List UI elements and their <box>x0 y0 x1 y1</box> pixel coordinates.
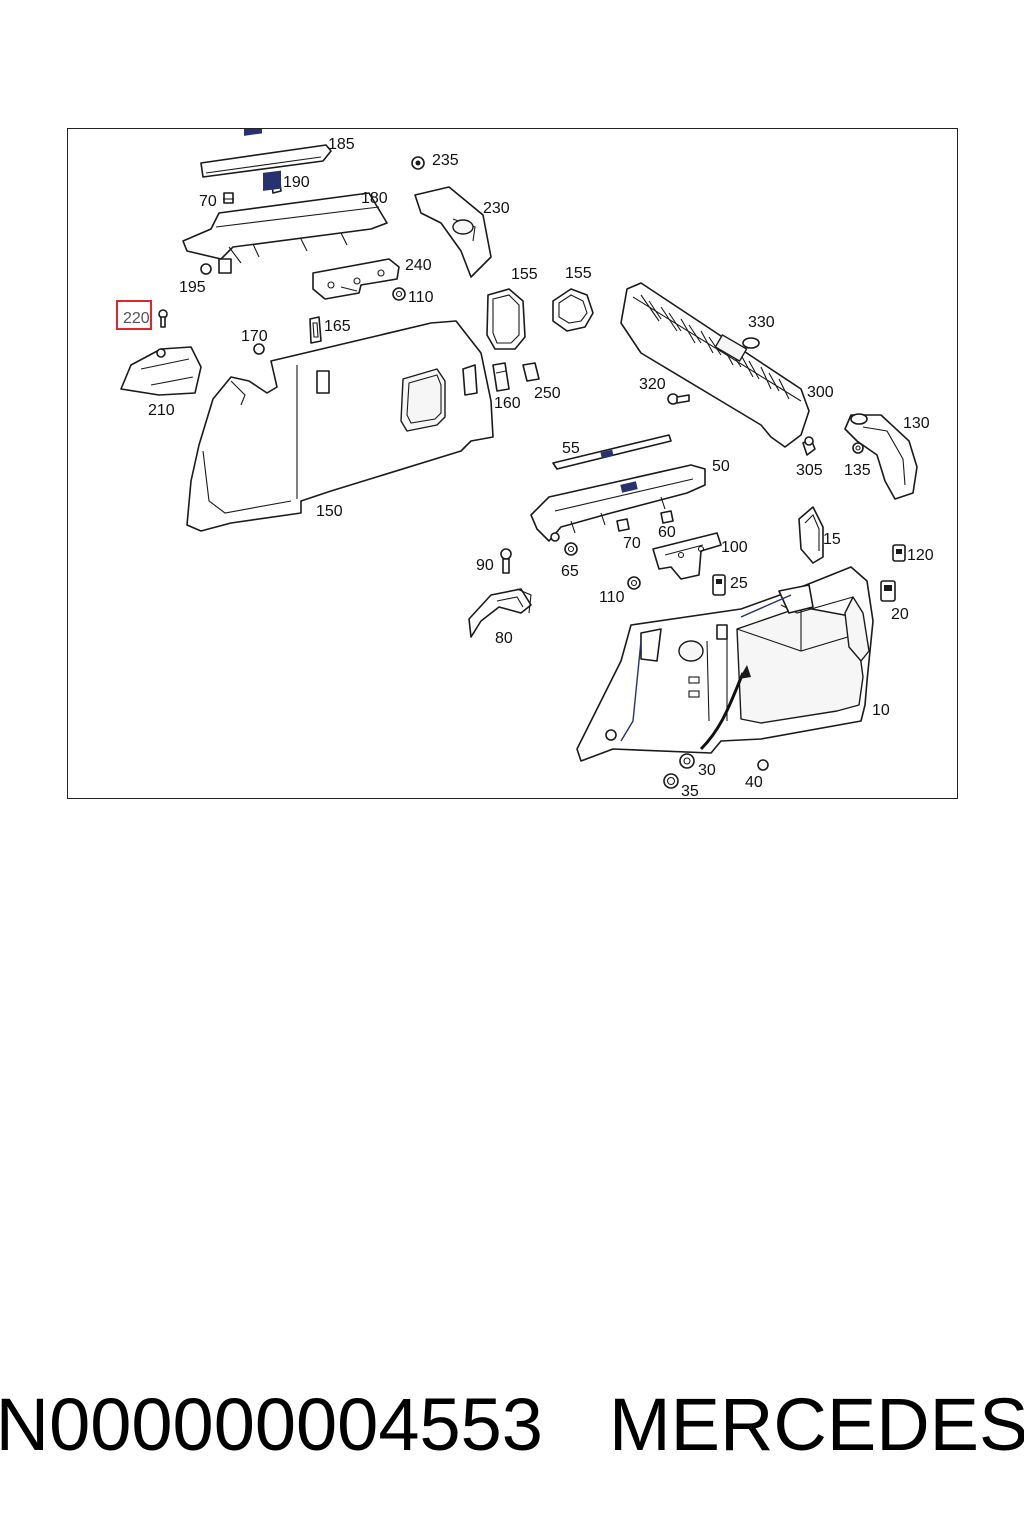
part-135[interactable] <box>852 442 864 454</box>
callout-30: 30 <box>698 762 716 779</box>
part-20[interactable] <box>880 580 896 602</box>
footer-caption: N000000004553 MERCEDES <box>0 1380 1024 1470</box>
callout-70-upper: 70 <box>199 193 217 210</box>
part-110-nut-lower[interactable] <box>627 576 641 590</box>
part-15[interactable] <box>798 506 824 564</box>
part-155-cover-a[interactable] <box>486 288 526 350</box>
parts-diagram-frame: 185 235 70 190 180 230 240 195 110 155 1… <box>67 128 958 799</box>
part-40[interactable] <box>757 759 769 771</box>
part-70-clip-lower[interactable] <box>616 518 630 532</box>
callout-110-upper: 110 <box>408 289 434 306</box>
callout-135: 135 <box>844 462 871 479</box>
callout-10: 10 <box>872 702 890 719</box>
part-210[interactable] <box>120 346 202 396</box>
part-110-nut[interactable] <box>392 287 406 301</box>
part-number-code: N000000004553 <box>0 1383 543 1466</box>
part-220[interactable] <box>158 309 168 328</box>
callout-220: 220 <box>123 310 150 327</box>
part-50[interactable] <box>530 464 706 542</box>
callout-195: 195 <box>179 279 206 296</box>
callout-170: 170 <box>241 328 268 345</box>
part-160[interactable] <box>492 362 510 392</box>
part-80[interactable] <box>468 588 532 638</box>
part-305[interactable] <box>802 436 816 456</box>
callout-165: 165 <box>324 318 351 335</box>
callout-55: 55 <box>562 440 580 457</box>
callout-305: 305 <box>796 462 823 479</box>
callout-20: 20 <box>891 606 909 623</box>
part-30[interactable] <box>679 753 695 769</box>
callout-160: 160 <box>494 395 521 412</box>
part-130[interactable] <box>844 413 918 500</box>
callout-180: 180 <box>361 190 388 207</box>
callout-130: 130 <box>903 415 930 432</box>
brand-name: MERCEDES <box>608 1383 1024 1466</box>
part-155-cover-b[interactable] <box>552 288 594 332</box>
callout-155-right: 155 <box>565 265 592 282</box>
callout-300: 300 <box>807 384 834 401</box>
callout-330: 330 <box>748 314 775 331</box>
callout-235: 235 <box>432 152 459 169</box>
callout-110-lower: 110 <box>599 589 625 606</box>
callout-250: 250 <box>534 385 561 402</box>
part-120[interactable] <box>892 544 906 562</box>
part-185[interactable] <box>200 129 332 178</box>
part-60[interactable] <box>660 510 674 524</box>
callout-60: 60 <box>658 524 676 541</box>
part-195[interactable] <box>200 263 212 275</box>
part-320[interactable] <box>667 393 690 405</box>
part-100[interactable] <box>652 532 722 580</box>
callout-100: 100 <box>721 539 748 556</box>
part-235[interactable] <box>411 156 425 170</box>
callout-65: 65 <box>561 563 579 580</box>
part-90[interactable] <box>500 548 512 574</box>
callout-190: 190 <box>283 174 310 191</box>
part-65[interactable] <box>564 542 578 556</box>
highlight-box-220 <box>116 300 152 330</box>
callout-40: 40 <box>745 774 763 791</box>
callout-230: 230 <box>483 200 510 217</box>
part-250[interactable] <box>522 362 540 382</box>
part-165[interactable] <box>309 316 322 344</box>
part-300[interactable] <box>620 282 810 448</box>
part-180[interactable] <box>182 170 388 274</box>
part-170[interactable] <box>253 343 265 355</box>
parts-diagram: 185 235 70 190 180 230 240 195 110 155 1… <box>116 129 934 798</box>
part-10[interactable] <box>576 566 874 762</box>
callout-90: 90 <box>476 557 494 574</box>
callout-320: 320 <box>639 376 666 393</box>
part-55[interactable] <box>552 434 672 470</box>
callout-120: 120 <box>907 547 934 564</box>
part-330[interactable] <box>742 337 760 349</box>
callout-185: 185 <box>328 136 355 153</box>
callout-80: 80 <box>495 630 513 647</box>
callout-50: 50 <box>712 458 730 475</box>
part-35[interactable] <box>663 773 679 789</box>
callout-35: 35 <box>681 783 699 798</box>
callout-150: 150 <box>316 503 343 520</box>
callout-25: 25 <box>730 575 748 592</box>
callout-155-left: 155 <box>511 266 538 283</box>
part-240[interactable] <box>312 258 400 300</box>
part-25[interactable] <box>712 574 726 596</box>
part-150[interactable] <box>186 320 494 532</box>
callout-240: 240 <box>405 257 432 274</box>
part-230[interactable] <box>414 186 492 278</box>
part-70-clip[interactable] <box>223 192 234 204</box>
callout-70-lower: 70 <box>623 535 641 552</box>
callout-210: 210 <box>148 402 175 419</box>
callout-15: 15 <box>823 531 841 548</box>
